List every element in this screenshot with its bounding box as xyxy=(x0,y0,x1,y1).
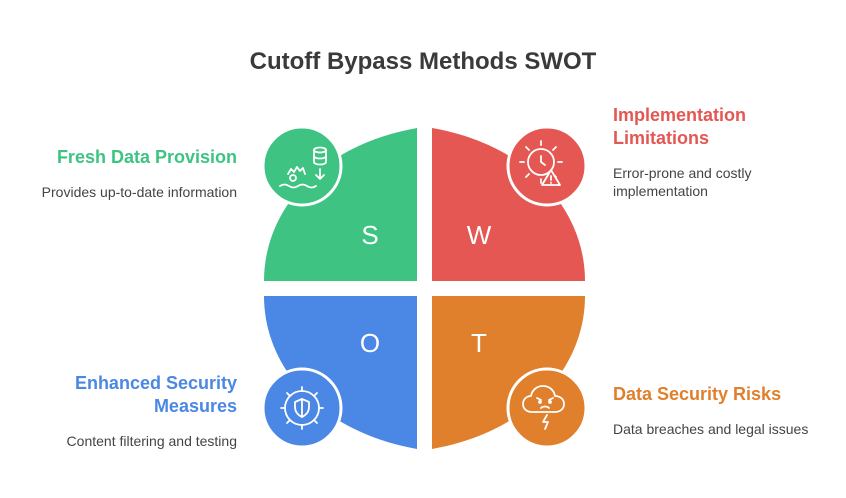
database-download-icon xyxy=(261,125,343,207)
storm-cloud-icon xyxy=(506,367,588,449)
opportunities-desc: Content filtering and testing xyxy=(66,433,237,449)
weaknesses-label: Implementation Limitations Error-prone a… xyxy=(613,104,813,200)
strengths-label: Fresh Data Provision Provides up-to-date… xyxy=(16,146,237,201)
opportunities-letter: O xyxy=(360,328,380,358)
opportunities-label: Enhanced Security Measures Content filte… xyxy=(16,372,237,450)
weaknesses-desc: Error-prone and costly implementation xyxy=(613,165,752,199)
opportunities-quadrant xyxy=(264,296,417,449)
strengths-desc: Provides up-to-date information xyxy=(41,184,237,200)
threats-quadrant xyxy=(432,296,585,449)
weaknesses-quadrant xyxy=(432,128,585,281)
threats-label: Data Security Risks Data breaches and le… xyxy=(613,383,838,438)
weaknesses-letter: W xyxy=(467,220,492,250)
gear-warning-icon xyxy=(506,125,588,207)
strengths-letter: S xyxy=(361,220,378,250)
diagram-title: Cutoff Bypass Methods SWOT xyxy=(249,48,597,75)
shield-gear-icon xyxy=(261,367,343,449)
strengths-quadrant xyxy=(264,128,417,281)
threats-letter: T xyxy=(471,328,487,358)
strengths-title: Fresh Data Provision xyxy=(56,147,237,167)
weaknesses-title: Implementation Limitations xyxy=(613,105,747,148)
threats-title: Data Security Risks xyxy=(613,384,782,404)
threats-desc: Data breaches and legal issues xyxy=(613,421,809,437)
opportunities-title: Enhanced Security Measures xyxy=(74,373,237,416)
